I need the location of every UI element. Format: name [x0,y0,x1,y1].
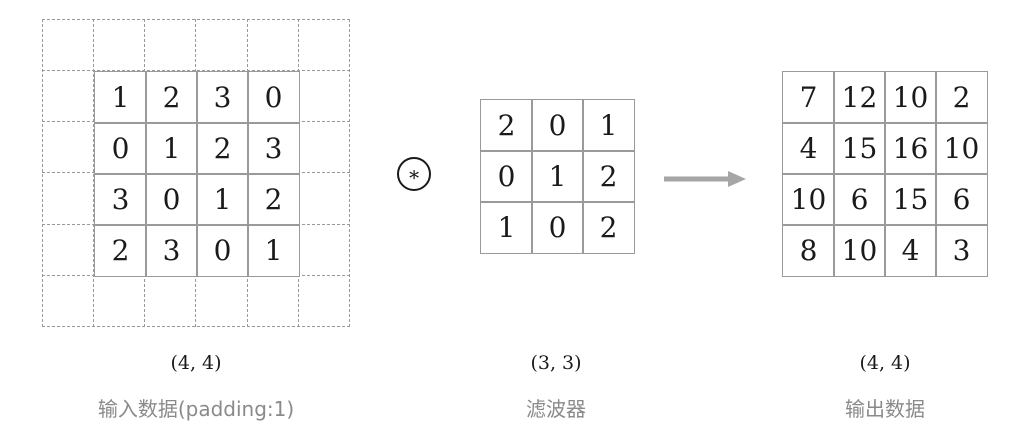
filter-cell: 0 [531,99,584,152]
output-cell: 15 [833,122,886,175]
input-cell: 0 [145,173,198,226]
output-cell: 3 [935,224,988,277]
input-cell: 1 [145,122,198,175]
output-cell: 10 [935,122,988,175]
filter-cell: 1 [531,150,584,203]
input-cell: 3 [196,71,249,124]
input-cell: 3 [145,224,198,277]
output-cell: 10 [833,224,886,277]
output-cell: 12 [833,71,886,124]
input-cell: 1 [247,224,300,277]
output-cell: 6 [935,173,988,226]
input-data-grid: 1 2 3 0 0 1 2 3 3 0 1 2 2 3 0 1 [94,71,300,277]
padding-border [42,19,350,327]
output-cell: 10 [782,173,835,226]
filter-cell: 2 [582,201,635,254]
output-cell: 4 [884,224,937,277]
input-cell: 3 [247,122,300,175]
input-cell: 0 [196,224,249,277]
output-shape-label: (4, 4) [859,352,911,374]
output-cell: 6 [833,173,886,226]
input-caption: 输入数据(padding:1) [97,397,295,421]
filter-cell: 2 [480,99,533,152]
output-cell: 16 [884,122,937,175]
input-cell: 2 [247,173,300,226]
filter-cell: 2 [582,150,635,203]
input-cell: 2 [145,71,198,124]
output-cell: 4 [782,122,835,175]
input-padded-grid: 1 2 3 0 0 1 2 3 3 0 1 2 2 3 0 1 [42,19,350,327]
input-cell: 2 [196,122,249,175]
filter-cell: 1 [480,201,533,254]
input-shape-label: (4, 4) [170,352,222,374]
filter-cell: 1 [582,99,635,152]
filter-cell: 0 [480,150,533,203]
input-cell: 2 [94,224,147,277]
convolution-operator-icon: ∗ [397,157,431,191]
input-cell: 1 [94,71,147,124]
output-cell: 8 [782,224,835,277]
arrow-right-icon [664,171,746,187]
filter-caption: 滤波器 [526,397,586,421]
output-cell: 15 [884,173,937,226]
input-cell: 0 [94,122,147,175]
filter-cell: 0 [531,201,584,254]
output-cell: 2 [935,71,988,124]
output-cell: 7 [782,71,835,124]
padding-line [42,70,350,71]
output-grid: 7 12 10 2 4 15 16 10 10 6 15 6 8 10 4 3 [782,71,988,277]
input-cell: 1 [196,173,249,226]
input-cell: 3 [94,173,147,226]
filter-grid: 2 0 1 0 1 2 1 0 2 [480,99,635,254]
output-cell: 10 [884,71,937,124]
padding-line [93,19,94,327]
filter-shape-label: (3, 3) [530,352,582,374]
output-caption: 输出数据 [845,397,925,421]
input-cell: 0 [247,71,300,124]
